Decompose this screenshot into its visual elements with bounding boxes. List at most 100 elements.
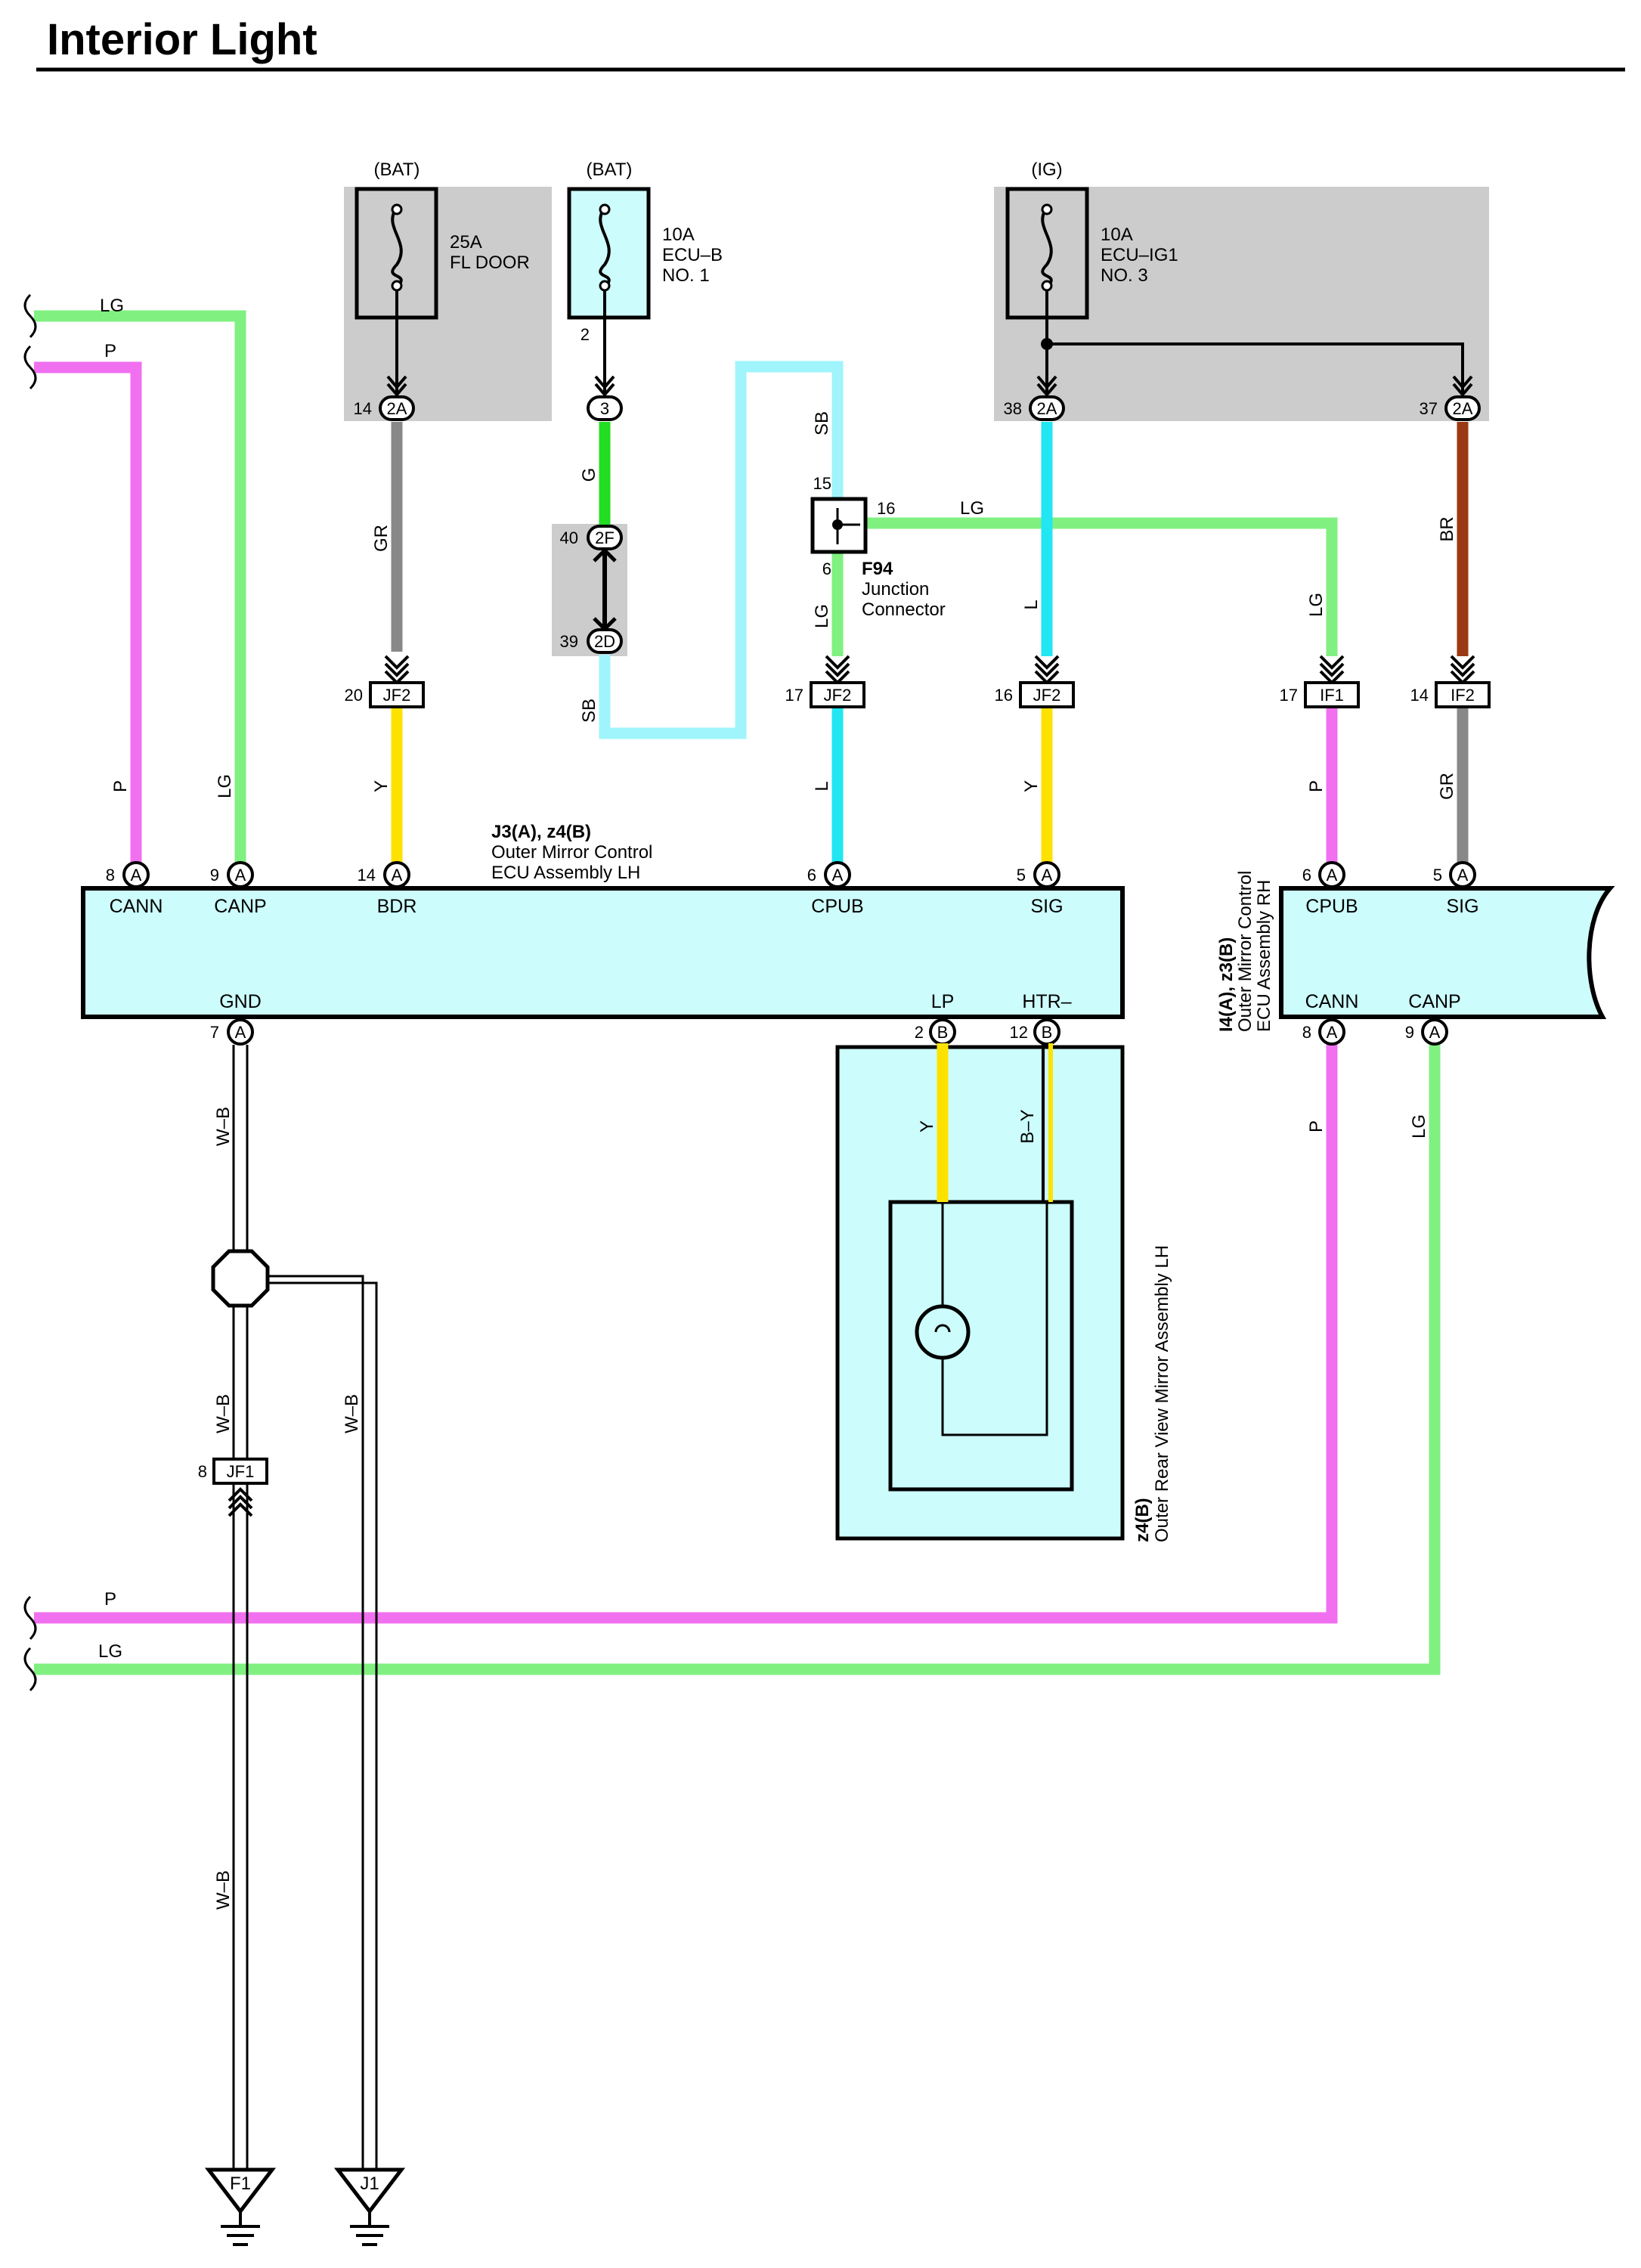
fuse-ecu-b-name: ECU–B: [662, 245, 723, 265]
svg-text:5: 5: [1017, 866, 1026, 885]
page-title: Interior Light: [47, 15, 317, 64]
svg-text:SIG: SIG: [1030, 896, 1063, 917]
svg-text:JF2: JF2: [383, 686, 411, 705]
connector-16-jf2: JF2 16: [995, 681, 1075, 708]
splice-point: [211, 1249, 270, 1308]
mirror-heater-box: [888, 1200, 1074, 1492]
fuse-ecu-ig1-amp: 10A: [1101, 225, 1133, 245]
svg-text:LP: LP: [931, 991, 955, 1012]
svg-text:B: B: [1042, 1023, 1053, 1042]
svg-text:JF2: JF2: [1033, 686, 1061, 705]
svg-text:9: 9: [1405, 1023, 1414, 1042]
svg-text:37: 37: [1420, 399, 1438, 418]
svg-text:CANN: CANN: [1305, 991, 1359, 1012]
ecu-rh-pin-canp: CANP A 9: [1405, 991, 1461, 1046]
wire-p-bottom: [34, 1043, 1338, 1624]
fuse-ecu-b-icon: [599, 206, 611, 289]
svg-text:IF1: IF1: [1320, 686, 1344, 705]
svg-text:2A: 2A: [1037, 399, 1057, 418]
wire-label-lg-bottom: LG: [98, 1641, 122, 1662]
svg-text:38: 38: [1004, 399, 1022, 418]
svg-text:5: 5: [1433, 866, 1442, 885]
svg-text:6: 6: [822, 559, 831, 578]
wire-label-lg-rh2: LG: [1409, 1114, 1429, 1139]
wire-label-y-bdr: Y: [371, 780, 392, 792]
break-mark-bottom: [23, 1595, 37, 1692]
svg-text:JF1: JF1: [227, 1462, 255, 1481]
svg-text:3: 3: [600, 399, 609, 418]
svg-text:12: 12: [1010, 1023, 1028, 1042]
wire-label-wb2: W–B: [213, 1394, 234, 1433]
svg-text:J1: J1: [360, 2174, 379, 2194]
svg-text:16: 16: [995, 686, 1013, 705]
svg-text:F1: F1: [230, 2174, 251, 2194]
svg-text:A: A: [131, 866, 142, 885]
connector-37-2a: 2A 37: [1420, 395, 1481, 421]
svg-text:A: A: [235, 866, 246, 885]
ecu-rh-pin-cann: CANN A 8: [1302, 991, 1359, 1046]
junction-f94: 15 16 6 F94 Junction Connector: [810, 474, 946, 620]
ecu-rh-pin-cpub: A 6 CPUB: [1302, 861, 1358, 917]
wire-label-lg-if1: LG: [1306, 593, 1327, 617]
wire-label-lg-jc: LG: [960, 498, 984, 519]
svg-text:Junction: Junction: [862, 579, 929, 600]
wire-label-l-cpub: L: [812, 781, 832, 791]
wire-label-p-cann: P: [110, 780, 131, 792]
connector-8-jf1: JF1 8: [198, 1458, 268, 1485]
ecu-lh-pin-canp: A 9 CANP: [210, 861, 267, 917]
wire-label-sb-2d: SB: [579, 699, 599, 723]
svg-text:CANN: CANN: [110, 896, 163, 917]
break-mark-top: [23, 293, 37, 390]
ecu-rh-title3: ECU Assembly RH: [1254, 880, 1274, 1032]
svg-text:2A: 2A: [1453, 399, 1473, 418]
ecu-lh-title3: ECU Assembly LH: [491, 863, 640, 883]
svg-text:SIG: SIG: [1446, 896, 1478, 917]
svg-text:8: 8: [198, 1462, 207, 1481]
wire-label-gr: GR: [371, 525, 392, 552]
svg-text:A: A: [1327, 866, 1338, 885]
svg-text:A: A: [1042, 866, 1053, 885]
wire-label-lg-jf2: LG: [812, 604, 832, 628]
fuse-ecu-ig1-icon: [1041, 206, 1053, 289]
wire-label-wb3: W–B: [342, 1394, 362, 1433]
wire-label-y-lp: Y: [917, 1120, 937, 1132]
connector-14-if2: IF2 14: [1410, 681, 1491, 708]
wire-label-l-ig: L: [1021, 600, 1042, 609]
wire-label-wb4: W–B: [213, 1870, 234, 1910]
svg-text:CPUB: CPUB: [811, 896, 863, 917]
wire-lg-bottom: [34, 1043, 1441, 1675]
svg-text:20: 20: [345, 686, 363, 705]
ecu-lh-title2: Outer Mirror Control: [491, 842, 652, 863]
wire-lg-jc: [865, 517, 1338, 656]
svg-text:15: 15: [813, 474, 831, 493]
ecu-lh-pin-cann: A 8 CANN: [106, 861, 163, 917]
ecu-rh-title1: I4(A), z3(B): [1216, 937, 1237, 1032]
wire-label-y-sig: Y: [1021, 780, 1042, 792]
connector-39-2d: 2D 39: [560, 628, 623, 654]
ecu-rh-title2: Outer Mirror Control: [1235, 871, 1256, 1032]
svg-text:8: 8: [106, 866, 115, 885]
fuse-ecu-ig1-num: NO. 3: [1101, 265, 1148, 286]
svg-text:40: 40: [560, 528, 578, 547]
svg-text:A: A: [1457, 866, 1469, 885]
fuse-ecu-b-pin: 2: [581, 325, 590, 344]
mirror-title2: Outer Rear View Mirror Assembly LH: [1152, 1245, 1172, 1542]
fuse-ecu-b-source: (BAT): [587, 160, 633, 180]
wire-p-cann: [34, 361, 142, 875]
fuse-fl-door-amp: 25A: [450, 232, 482, 253]
svg-text:2A: 2A: [387, 399, 407, 418]
wire-label-lg-top: LG: [100, 296, 124, 316]
wire-lg-canp: [34, 310, 246, 875]
connector-14-2a: 2A 14: [354, 395, 415, 421]
svg-text:CPUB: CPUB: [1305, 896, 1358, 917]
fuse-ecu-b-amp: 10A: [662, 225, 695, 245]
ecu-lh-pin-bdr: A 14 BDR: [358, 861, 416, 917]
svg-text:JF2: JF2: [824, 686, 852, 705]
svg-text:7: 7: [210, 1023, 219, 1042]
svg-text:16: 16: [877, 499, 895, 518]
mirror-assembly-box: [835, 1045, 1125, 1541]
svg-text:17: 17: [785, 686, 803, 705]
svg-text:Connector: Connector: [862, 600, 946, 620]
svg-text:HTR–: HTR–: [1022, 991, 1071, 1012]
